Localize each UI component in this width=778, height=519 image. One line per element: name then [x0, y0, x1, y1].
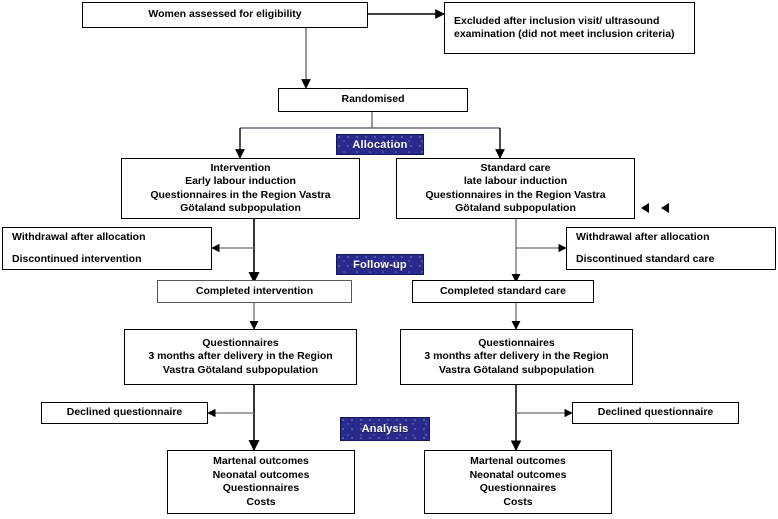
box-questionnaires-left-line-2: 3 months after delivery in the Region — [148, 350, 333, 363]
box-outcomes-left-line-3: Questionnaires — [222, 482, 300, 494]
box-standard-arm-line-4: Götaland subpopulation — [455, 202, 576, 214]
box-declined-right: Declined questionnaire — [572, 402, 739, 424]
box-completed-standard-line-1: Completed standard care — [439, 284, 567, 297]
box-completed-standard: Completed standard care — [412, 280, 594, 303]
box-outcomes-left-line-4: Costs — [246, 495, 276, 508]
box-outcomes-left-line-2: Neonatal outcomes — [212, 468, 310, 481]
box-withdrawal-right: Withdrawal after allocation Discontinued… — [566, 227, 776, 270]
banner-allocation-label: Allocation — [352, 138, 408, 151]
box-randomised: Randomised — [278, 88, 468, 112]
box-outcomes-left-line-1: Martenal outcomes — [213, 455, 309, 467]
box-questionnaires-right: Questionnaires 3 months after delivery i… — [400, 329, 633, 385]
banner-followup-label: Follow-up — [353, 258, 407, 271]
box-withdrawal-right-line-2: Discontinued standard care — [576, 252, 715, 265]
box-questionnaires-right-line-1: Questionnaires — [478, 336, 555, 349]
box-standard-arm-line-3: Questionnaires in the Region Vastra — [425, 188, 606, 201]
box-completed-intervention: Completed intervention — [157, 280, 352, 303]
box-intervention-arm-line-4: Götaland subpopulation — [180, 202, 301, 214]
box-women-assessed: Women assessed for eligibility — [82, 2, 368, 28]
box-outcomes-left: Martenal outcomes Neonatal outcomes Ques… — [167, 450, 355, 514]
box-excluded: Excluded after inclusion visit/ ultrasou… — [444, 2, 695, 54]
box-declined-left-line-1: Declined questionnaire — [66, 406, 183, 419]
banner-followup: Follow-up — [336, 254, 424, 275]
box-declined-right-line-1: Declined questionnaire — [597, 406, 714, 419]
box-withdrawal-left: Withdrawal after allocation Discontinued… — [2, 227, 212, 270]
stray-arrowhead-2-icon — [661, 203, 669, 213]
box-standard-arm-line-1: Standard care — [480, 161, 551, 174]
banner-allocation: Allocation — [336, 134, 424, 155]
box-withdrawal-right-line-1: Withdrawal after allocation — [576, 231, 710, 243]
box-questionnaires-right-line-3: Vastra Götaland subpopulation — [438, 363, 595, 376]
box-intervention-arm-line-2: Early labour induction — [185, 175, 296, 187]
box-withdrawal-left-line-1: Withdrawal after allocation — [12, 231, 146, 243]
box-standard-arm-line-2: late labour induction — [463, 175, 568, 187]
box-completed-intervention-line-1: Completed intervention — [195, 284, 314, 297]
box-questionnaires-left-line-1: Questionnaires — [202, 336, 279, 349]
box-randomised-line-1: Randomised — [341, 93, 405, 106]
box-outcomes-right-line-2: Neonatal outcomes — [469, 468, 567, 481]
box-questionnaires-left: Questionnaires 3 months after delivery i… — [124, 329, 357, 385]
stray-arrowhead-1-icon — [641, 203, 649, 213]
box-withdrawal-left-line-2: Discontinued intervention — [12, 252, 142, 265]
box-outcomes-right-line-4: Costs — [503, 495, 533, 508]
box-outcomes-right-line-3: Questionnaires — [479, 482, 557, 494]
box-intervention-arm: Intervention Early labour induction Ques… — [121, 158, 360, 219]
box-outcomes-right-line-1: Martenal outcomes — [470, 455, 566, 467]
box-intervention-arm-line-1: Intervention — [210, 161, 271, 174]
box-excluded-line-1: Excluded after inclusion visit/ ultrasou… — [454, 14, 675, 41]
box-declined-left: Declined questionnaire — [41, 402, 208, 424]
banner-analysis: Analysis — [340, 417, 430, 441]
box-questionnaires-right-line-2: 3 months after delivery in the Region — [424, 350, 609, 363]
box-standard-arm: Standard care late labour induction Ques… — [396, 158, 635, 219]
banner-analysis-label: Analysis — [361, 423, 409, 435]
box-women-assessed-line-1: Women assessed for eligibility — [148, 8, 302, 21]
box-outcomes-right: Martenal outcomes Neonatal outcomes Ques… — [424, 450, 612, 514]
box-intervention-arm-line-3: Questionnaires in the Region Vastra — [150, 188, 331, 201]
box-questionnaires-left-line-3: Vastra Götaland subpopulation — [162, 363, 319, 376]
